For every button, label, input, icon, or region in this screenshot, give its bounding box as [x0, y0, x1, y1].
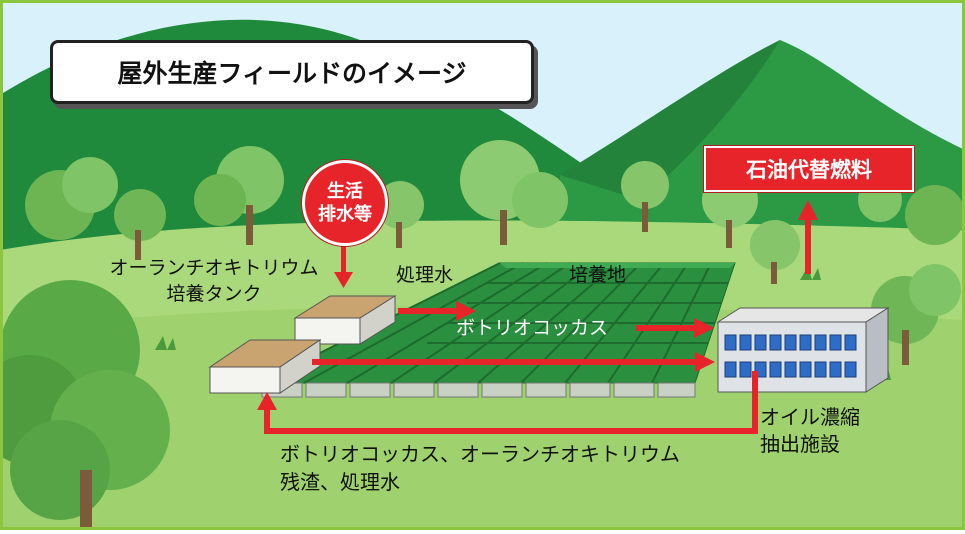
fuel-badge: 石油代替燃料 — [704, 146, 914, 192]
culture-tank-back — [293, 295, 397, 345]
treated-water-label: 処理水 — [396, 264, 454, 286]
culture-field-label: 培養地 — [569, 264, 627, 286]
tank-label: オーランチオキトリウム 培養タンク — [74, 255, 354, 307]
arrow-tank-to-facility — [312, 359, 697, 365]
arrow-botryococcus — [636, 325, 696, 331]
badge-line-1: 生活 — [327, 181, 363, 202]
arrow-wastewater — [341, 238, 346, 274]
arrow-treated-water — [398, 308, 458, 314]
recycle-label: ボトリオコッカス、オーランチオキトリウム 残渣、処理水 — [280, 440, 680, 496]
foreground-tree — [0, 280, 170, 530]
arrow-recycle — [752, 371, 758, 434]
page-title: 屋外生産フィールドのイメージ — [117, 59, 467, 88]
title-box: 屋外生産フィールドのイメージ — [50, 40, 534, 104]
recycle-label-line-2: 残渣、処理水 — [280, 470, 400, 494]
badge-line-2: 排水等 — [318, 204, 372, 225]
botryococcus-label: ボトリオコッカス — [456, 317, 609, 339]
facility-label-line-2: 抽出施設 — [760, 432, 840, 456]
facility-label: オイル濃縮 抽出施設 — [760, 404, 860, 458]
tank-label-line-1: オーランチオキトリウム — [109, 257, 319, 279]
wastewater-badge: 生活 排水等 — [302, 160, 388, 246]
arrow-fuel-up — [805, 218, 811, 274]
tank-label-line-2: 培養タンク — [166, 283, 262, 305]
flow-arrows — [257, 200, 818, 434]
tree-row — [25, 140, 965, 365]
extraction-facility — [716, 307, 890, 393]
recycle-label-line-1: ボトリオコッカス、オーランチオキトリウム — [280, 442, 680, 466]
facility-label-line-1: オイル濃縮 — [760, 405, 860, 429]
fuel-label: 石油代替燃料 — [746, 158, 872, 182]
culture-tank-front — [208, 339, 322, 394]
